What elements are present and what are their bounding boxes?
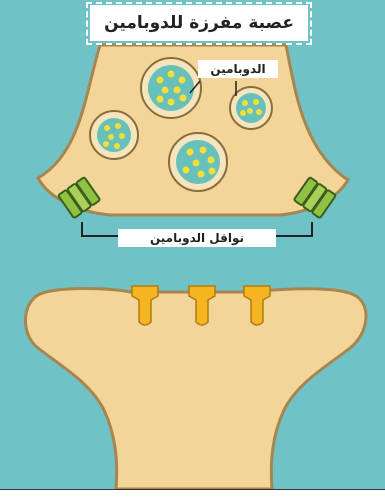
vesicle-top — [141, 58, 201, 118]
vesicle-bottom — [169, 133, 227, 191]
diagram-title: عصبة مفرزة للدوبامين — [90, 5, 308, 41]
vesicle-label: الدوبامين — [198, 60, 278, 78]
transporter-label: نواقل الدوبامين — [118, 229, 276, 247]
vesicle-left — [90, 111, 138, 159]
